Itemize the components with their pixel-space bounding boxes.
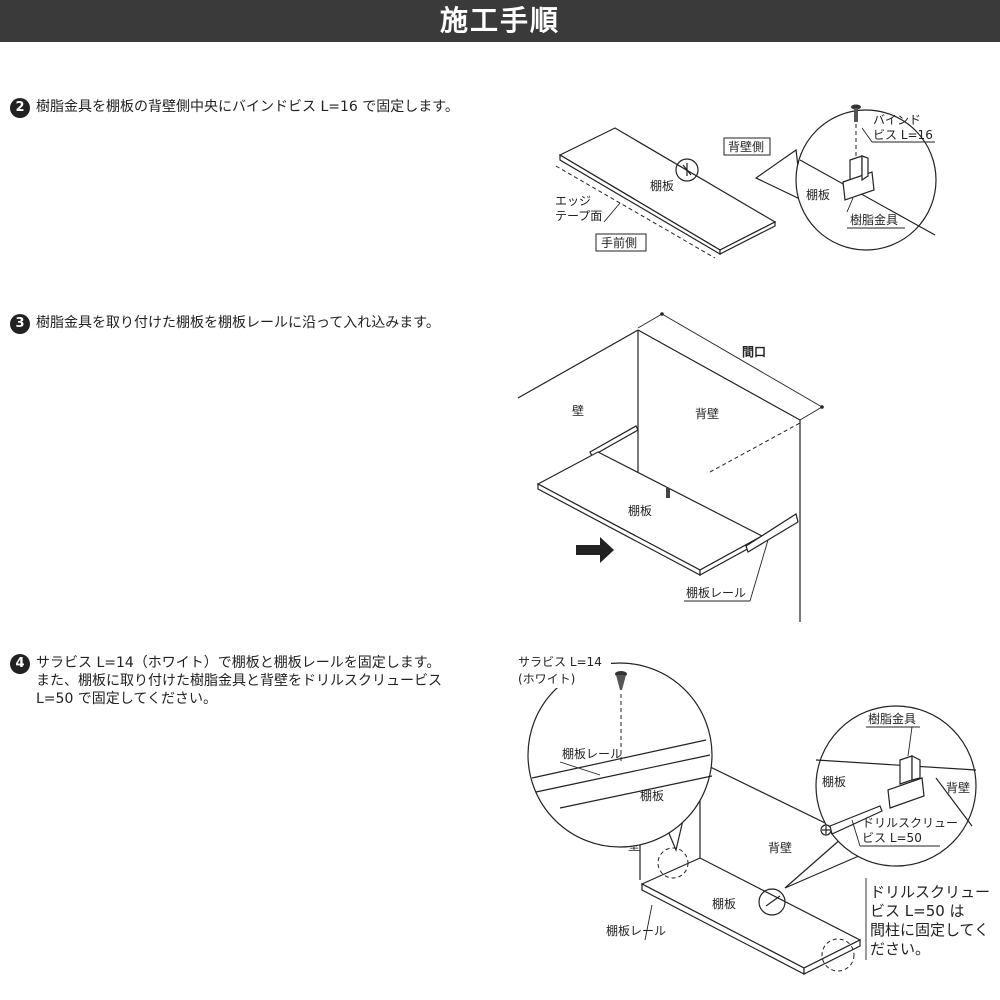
step-3: 3 樹脂金具を取り付けた棚板を棚板レールに沿って入れ込みます。 bbox=[10, 314, 496, 334]
screw-point-marker bbox=[675, 158, 699, 182]
page-title: 施工手順 bbox=[439, 4, 560, 37]
note-line-3: 間柱に固定してく bbox=[870, 921, 989, 939]
front-side-label: 手前側 bbox=[601, 235, 637, 250]
bracket-detail-circle: バインド ビス L=16 棚板 樹脂金具 bbox=[754, 104, 937, 251]
installed-shelf bbox=[640, 857, 862, 975]
rail-screw-marker-front bbox=[821, 938, 855, 972]
shelf-label: 棚板 bbox=[712, 896, 736, 911]
detail-shelf-label: 棚板 bbox=[822, 774, 846, 789]
shelf-label: 棚板 bbox=[628, 503, 652, 518]
flat-screw-label-1: サラビス L=14 bbox=[518, 655, 602, 669]
edge-tape-label-2: テープ面 bbox=[555, 209, 602, 223]
note-line-1: ドリルスクリュー bbox=[870, 883, 990, 901]
resin-bracket-label: 樹脂金具 bbox=[850, 212, 898, 227]
resin-bracket-label: 樹脂金具 bbox=[868, 711, 916, 726]
back-wall-label: 背壁 bbox=[695, 406, 719, 421]
edge-tape-label-1: エッジ bbox=[555, 194, 591, 208]
back-side-label: 背壁側 bbox=[728, 139, 764, 154]
diagram-step-2: 棚板 背壁側 エッジ テープ面 手前側 bbox=[555, 104, 937, 259]
opening-label: 間口 bbox=[742, 345, 766, 359]
step-number-3: 3 bbox=[10, 314, 30, 334]
shelf-board-illustration bbox=[555, 127, 777, 259]
resin-bracket-icon bbox=[842, 155, 875, 201]
bind-screw-icon bbox=[851, 104, 861, 158]
flat-screw-icon bbox=[615, 671, 627, 762]
shelf-label: 棚板 bbox=[650, 178, 674, 193]
rail-screw-marker bbox=[657, 847, 689, 879]
flat-screw-label-2: (ホワイト) bbox=[518, 672, 575, 686]
header-bar bbox=[0, 0, 1000, 42]
step-3-text: 樹脂金具を取り付けた棚板を棚板レールに沿って入れ込みます。 bbox=[36, 315, 440, 331]
shelf-rail-label: 棚板レール bbox=[686, 585, 746, 600]
wall-label: 壁 bbox=[572, 403, 584, 418]
step-4: 4 サラビス L=14（ホワイト）で棚板と棚板レールを固定します。 また、棚板に取… bbox=[10, 654, 496, 708]
detail-back-wall-label: 背壁 bbox=[946, 780, 970, 795]
rail-detail-circle: 棚板レール 棚板 bbox=[527, 662, 713, 852]
left-rail bbox=[589, 425, 639, 457]
back-side-box bbox=[723, 137, 771, 156]
shelf-rail-detail-label: 棚板レール bbox=[562, 746, 622, 761]
back-wall-label: 背壁 bbox=[768, 840, 792, 855]
drill-screw-detail-circle: 樹脂金具 棚板 背壁 ドリルスクリュー ビス L=50 bbox=[784, 705, 977, 889]
drill-screw-icon bbox=[820, 805, 883, 836]
step-2-text: 樹脂金具を棚板の背壁側中央にバインドビス L=16 で固定します。 bbox=[36, 99, 459, 115]
front-side-box bbox=[595, 233, 647, 252]
shelf-rail-label: 棚板レール bbox=[606, 923, 666, 938]
note-line-4: ださい。 bbox=[870, 940, 930, 958]
detail-shelf-label: 棚板 bbox=[806, 187, 830, 202]
diagram-step-4: 壁 背壁 棚板 棚板レール 棚板レール bbox=[515, 652, 990, 975]
bracket-screw-marker bbox=[758, 888, 786, 916]
flat-screw-label-bg bbox=[515, 652, 611, 688]
step-2: 2 樹脂金具を棚板の背壁側中央にバインドビス L=16 で固定します。 bbox=[10, 98, 496, 118]
insert-direction-arrow-icon bbox=[576, 537, 614, 563]
shelf-detail-label: 棚板 bbox=[640, 788, 664, 803]
note-line-2: ビス L=50 は bbox=[870, 902, 965, 920]
drill-screw-label-1: ドリルスクリュー bbox=[862, 816, 958, 830]
step-4-text: サラビス L=14（ホワイト）で棚板と棚板レールを固定します。 また、棚板に取り… bbox=[36, 655, 442, 707]
step-number-2: 2 bbox=[10, 98, 30, 118]
diagram-step-3: 間口 壁 背壁 棚板 棚板レール bbox=[517, 312, 824, 622]
resin-bracket-icon bbox=[887, 755, 925, 809]
bind-screw-label-1: バインド bbox=[873, 113, 921, 127]
step-number-4: 4 bbox=[10, 654, 30, 674]
right-rail bbox=[745, 513, 799, 553]
bind-screw-label-2: ビス L=16 bbox=[873, 128, 933, 142]
drill-screw-label-2: ビス L=50 bbox=[862, 831, 922, 845]
